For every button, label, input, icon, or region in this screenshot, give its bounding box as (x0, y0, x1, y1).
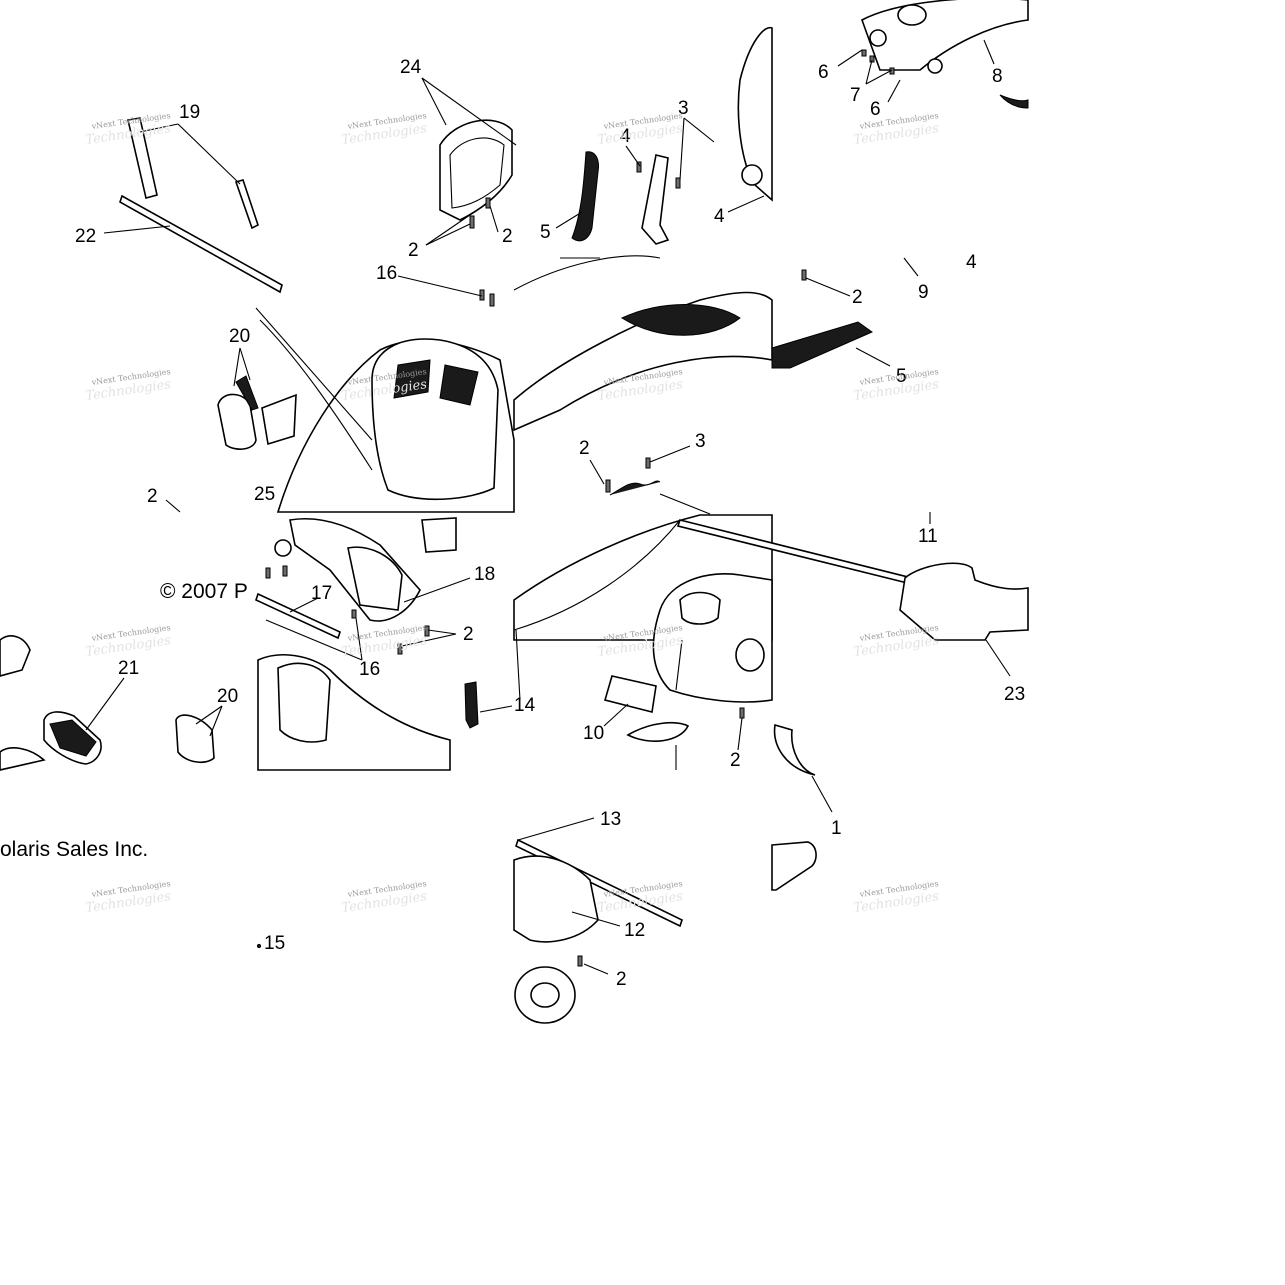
callout-20-b: 20 (217, 686, 238, 707)
decal-10 (604, 675, 657, 713)
callout-13: 13 (600, 809, 621, 830)
callout-3-b: 3 (695, 431, 706, 452)
mirror-glass-left (261, 393, 297, 446)
cowl-bolt-left (869, 29, 887, 47)
callout-2-f: 2 (463, 624, 474, 645)
callout-9: 9 (918, 282, 929, 303)
callout-21: 21 (118, 658, 139, 679)
callout-2-e: 2 (852, 287, 863, 308)
cover-1 (773, 723, 816, 776)
small-lamp (274, 539, 292, 557)
leader-lines (85, 39, 1011, 975)
side-bracket (641, 154, 670, 245)
callout-2-h: 2 (616, 969, 627, 990)
hood-crease (259, 319, 373, 471)
tank-port (735, 638, 765, 672)
callout-15: 15 (264, 933, 285, 954)
cowl-edge-dark (999, 94, 1029, 109)
callout-3-a: 3 (678, 98, 689, 119)
callout-2-c: 2 (147, 486, 158, 507)
cowl-bolt-right (927, 58, 943, 74)
lamp-fragment-2 (0, 747, 46, 771)
callout-10: 10 (583, 723, 604, 744)
callout-4-c: 4 (966, 252, 977, 273)
callout-7: 7 (850, 85, 861, 106)
callout-2-g: 2 (730, 750, 741, 771)
mirror-gasket-left (235, 375, 259, 411)
parts-layer (0, 0, 1029, 1024)
callout-2-a: 2 (408, 240, 419, 261)
decal-lower (626, 721, 690, 742)
seat-pad (899, 562, 1029, 641)
callout-15-dot (256, 943, 262, 949)
callout-1: 1 (831, 818, 842, 839)
mirror-cap-left (217, 393, 257, 450)
headlight-lens-left (393, 359, 431, 399)
headlight-lens-right (439, 364, 479, 406)
windshield-strip-right (234, 179, 259, 230)
callout-16-b: 16 (359, 659, 380, 680)
vent-panel-left (571, 151, 599, 242)
callout-2-d: 2 (579, 438, 590, 459)
callout-18: 18 (474, 564, 495, 585)
callout-5-a: 5 (540, 222, 551, 243)
lower-body-crease (513, 519, 681, 631)
callout-2-b: 2 (502, 226, 513, 247)
vent-panel-right (771, 321, 874, 369)
mirror-inner (449, 137, 505, 209)
callout-4-b: 4 (714, 206, 725, 227)
callout-20-a: 20 (229, 326, 250, 347)
copyright-fragment-left: © 2007 P (160, 580, 248, 603)
fairing-mount-hole (741, 164, 763, 186)
fairing-line-1 (513, 255, 661, 291)
trim-strip (119, 194, 283, 294)
callout-16-a: 16 (376, 263, 397, 284)
bracket-14 (464, 681, 479, 729)
callout-8: 8 (992, 66, 1003, 87)
housing-12 (513, 855, 599, 943)
callout-17: 17 (311, 583, 332, 604)
callout-11: 11 (918, 526, 938, 547)
cowl-light (897, 4, 927, 26)
callout-4-a: 4 (620, 126, 631, 147)
tank-cap (679, 591, 721, 625)
callout-23: 23 (1004, 684, 1025, 705)
fairing-vent (620, 304, 741, 336)
callout-25: 25 (254, 484, 275, 505)
callout-19: 19 (179, 102, 200, 123)
callout-6-a: 6 (818, 62, 829, 83)
callout-5-b: 5 (896, 366, 907, 387)
callout-22: 22 (75, 226, 96, 247)
copyright-fragment-right: olaris Sales Inc. (0, 838, 148, 861)
headlight-pod (371, 338, 499, 501)
callout-24: 24 (400, 57, 422, 78)
upper-cowl (861, 0, 1029, 71)
rod-17 (255, 592, 341, 640)
lower-fairing-lens (277, 662, 331, 743)
cushion-block (771, 841, 817, 891)
callout-12: 12 (624, 920, 645, 941)
grommet-inner (530, 982, 560, 1008)
callout-6-b: 6 (870, 99, 881, 120)
callouts: 19 22 24 2 2 16 3 4 5 4 6 7 6 8 20 2 25 … (75, 57, 1025, 990)
square-lens (421, 517, 457, 553)
mirror-lower (175, 714, 215, 764)
lamp-fragment (0, 635, 31, 677)
tail-lamp-lens (49, 719, 97, 757)
windshield-strip-left (127, 117, 158, 199)
callout-14: 14 (514, 695, 536, 716)
headlight-bezel (347, 546, 403, 611)
